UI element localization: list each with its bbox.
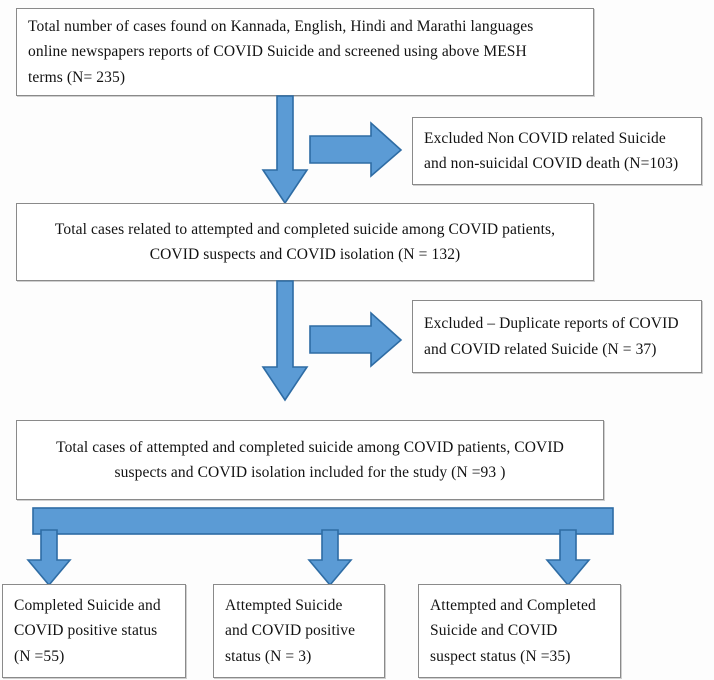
arrow-down-identification-to-screening [261, 95, 309, 205]
node-outcome-3-line-3: suspect status (N =35) [430, 647, 571, 665]
node-included-line-2: suspects and COVID isolation included fo… [114, 464, 506, 481]
node-outcome-1-line-3: (N =55) [14, 647, 65, 665]
node-outcome-2-line-3: status (N = 3) [225, 647, 312, 665]
node-outcome-attempted-completed-covid-suspect: Attempted and Completed Suicide and COVI… [418, 584, 621, 678]
node-excluded-2-line-1: Excluded – Duplicate reports of COVID [424, 315, 679, 333]
node-identification-line-1: Total number of cases found on Kannada, … [28, 18, 534, 36]
node-outcome-attempted-suicide-covid-positive: Attempted Suicide and COVID positive sta… [213, 584, 385, 678]
node-included: Total cases of attempted and completed s… [16, 420, 604, 500]
node-identification-line-2: online newspapers reports of COVID Suici… [28, 43, 527, 61]
node-excluded-1-line-2: and non-suicidal COVID death (N=103) [424, 155, 679, 172]
node-outcome-3-line-2: Suicide and COVID [430, 622, 558, 640]
node-identification-line-3: terms (N= 235) [28, 68, 126, 86]
node-included-line-1: Total cases of attempted and completed s… [56, 438, 564, 456]
node-outcome-3-line-1: Attempted and Completed [430, 597, 596, 615]
arrow-right-to-excluded-1 [309, 121, 403, 178]
node-excluded-1: Excluded Non COVID related Suicide and n… [412, 117, 702, 185]
node-screening-line-2: COVID suspects and COVID isolation (N = … [149, 246, 461, 263]
node-excluded-2-line-2: and COVID related Suicide (N = 37) [424, 340, 657, 358]
split-bar-to-outcomes [26, 500, 623, 587]
node-outcome-2-line-1: Attempted Suicide [225, 597, 343, 615]
node-excluded-1-line-1: Excluded Non COVID related Suicide [424, 129, 666, 147]
node-screening: Total cases related to attempted and com… [16, 203, 594, 281]
node-outcome-1-line-1: Completed Suicide and [14, 597, 161, 615]
node-screening-line-1: Total cases related to attempted and com… [54, 220, 556, 238]
arrow-right-to-excluded-2 [309, 311, 403, 368]
node-outcome-completed-suicide-covid-positive: Completed Suicide and COVID positive sta… [2, 584, 186, 678]
node-identification: Total number of cases found on Kannada, … [16, 8, 594, 96]
node-excluded-2: Excluded – Duplicate reports of COVID an… [412, 300, 702, 373]
node-outcome-2-line-2: and COVID positive [225, 622, 356, 640]
node-outcome-1-line-2: COVID positive status [14, 622, 158, 640]
arrow-down-screening-to-included [261, 280, 309, 402]
